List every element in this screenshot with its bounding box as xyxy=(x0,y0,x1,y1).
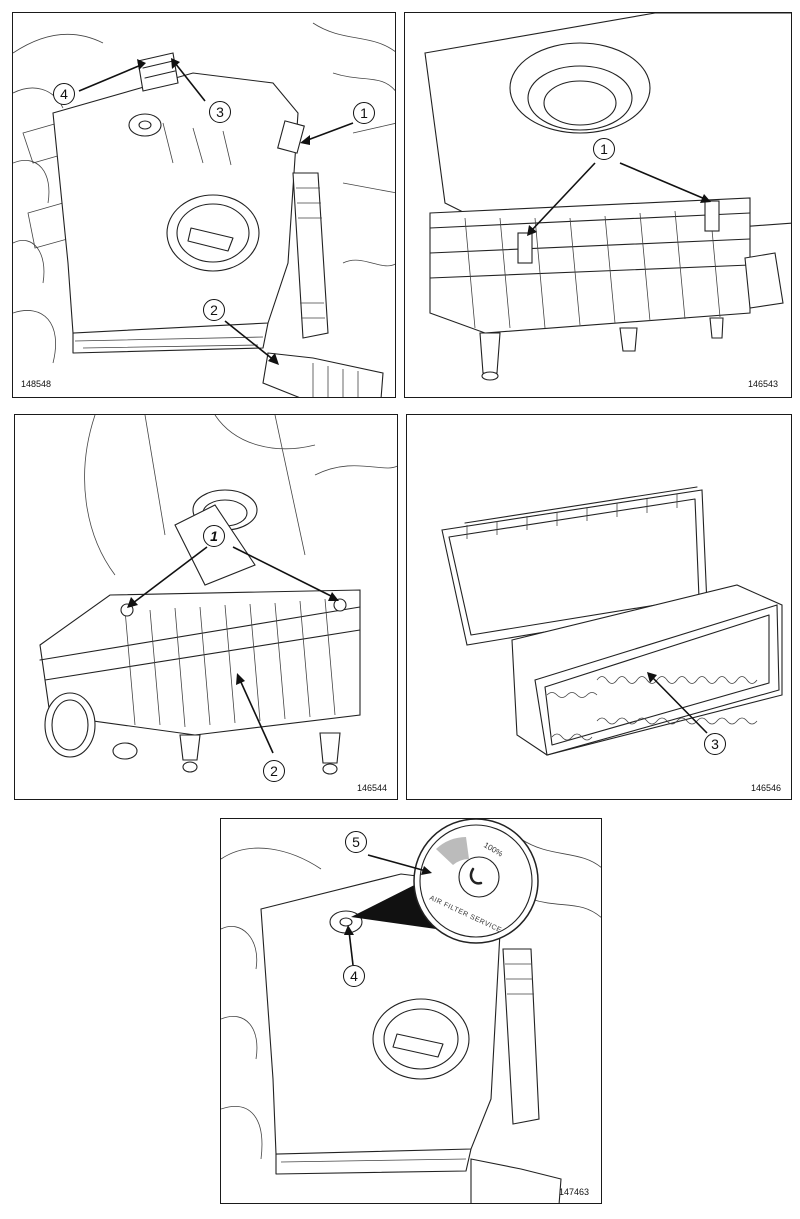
callout-4: 4 xyxy=(343,965,365,987)
figure-reference-number: 146543 xyxy=(748,379,779,389)
callout-5: 5 xyxy=(345,831,367,853)
callout-4: 4 xyxy=(53,83,75,105)
filter-element-drawing xyxy=(441,486,783,756)
diagram-panel-service-indicator: 100% AIR FILTER SERVICE 5 4 147463 xyxy=(220,818,602,1204)
diagram-panel-airbox-clips: 1 146543 xyxy=(404,12,792,398)
callout-1: 1 xyxy=(593,138,615,160)
callout-3: 3 xyxy=(209,101,231,123)
diagram-panel-airbox-side: 1 2 146544 xyxy=(14,414,398,800)
callout-3: 3 xyxy=(704,733,726,755)
callout-2: 2 xyxy=(203,299,225,321)
airbox-housing-drawing xyxy=(424,13,791,381)
callout-1: 1 xyxy=(353,102,375,124)
engine-bay-drawing xyxy=(13,22,395,397)
figure-reference-number: 146544 xyxy=(357,783,388,793)
service-indicator-drawing xyxy=(221,819,601,1203)
callout-1: 1 xyxy=(203,525,225,547)
airbox-side-drawing xyxy=(39,415,397,775)
figure-reference-number: 146546 xyxy=(751,783,782,793)
figure-reference-number: 148548 xyxy=(21,379,52,389)
figure-reference-number: 147463 xyxy=(559,1187,590,1197)
diagram-panel-engine-bay-top: 1 2 3 4 148548 xyxy=(12,12,396,398)
diagram-panel-filter-element: 3 146546 xyxy=(406,414,792,800)
callout-2: 2 xyxy=(263,760,285,782)
